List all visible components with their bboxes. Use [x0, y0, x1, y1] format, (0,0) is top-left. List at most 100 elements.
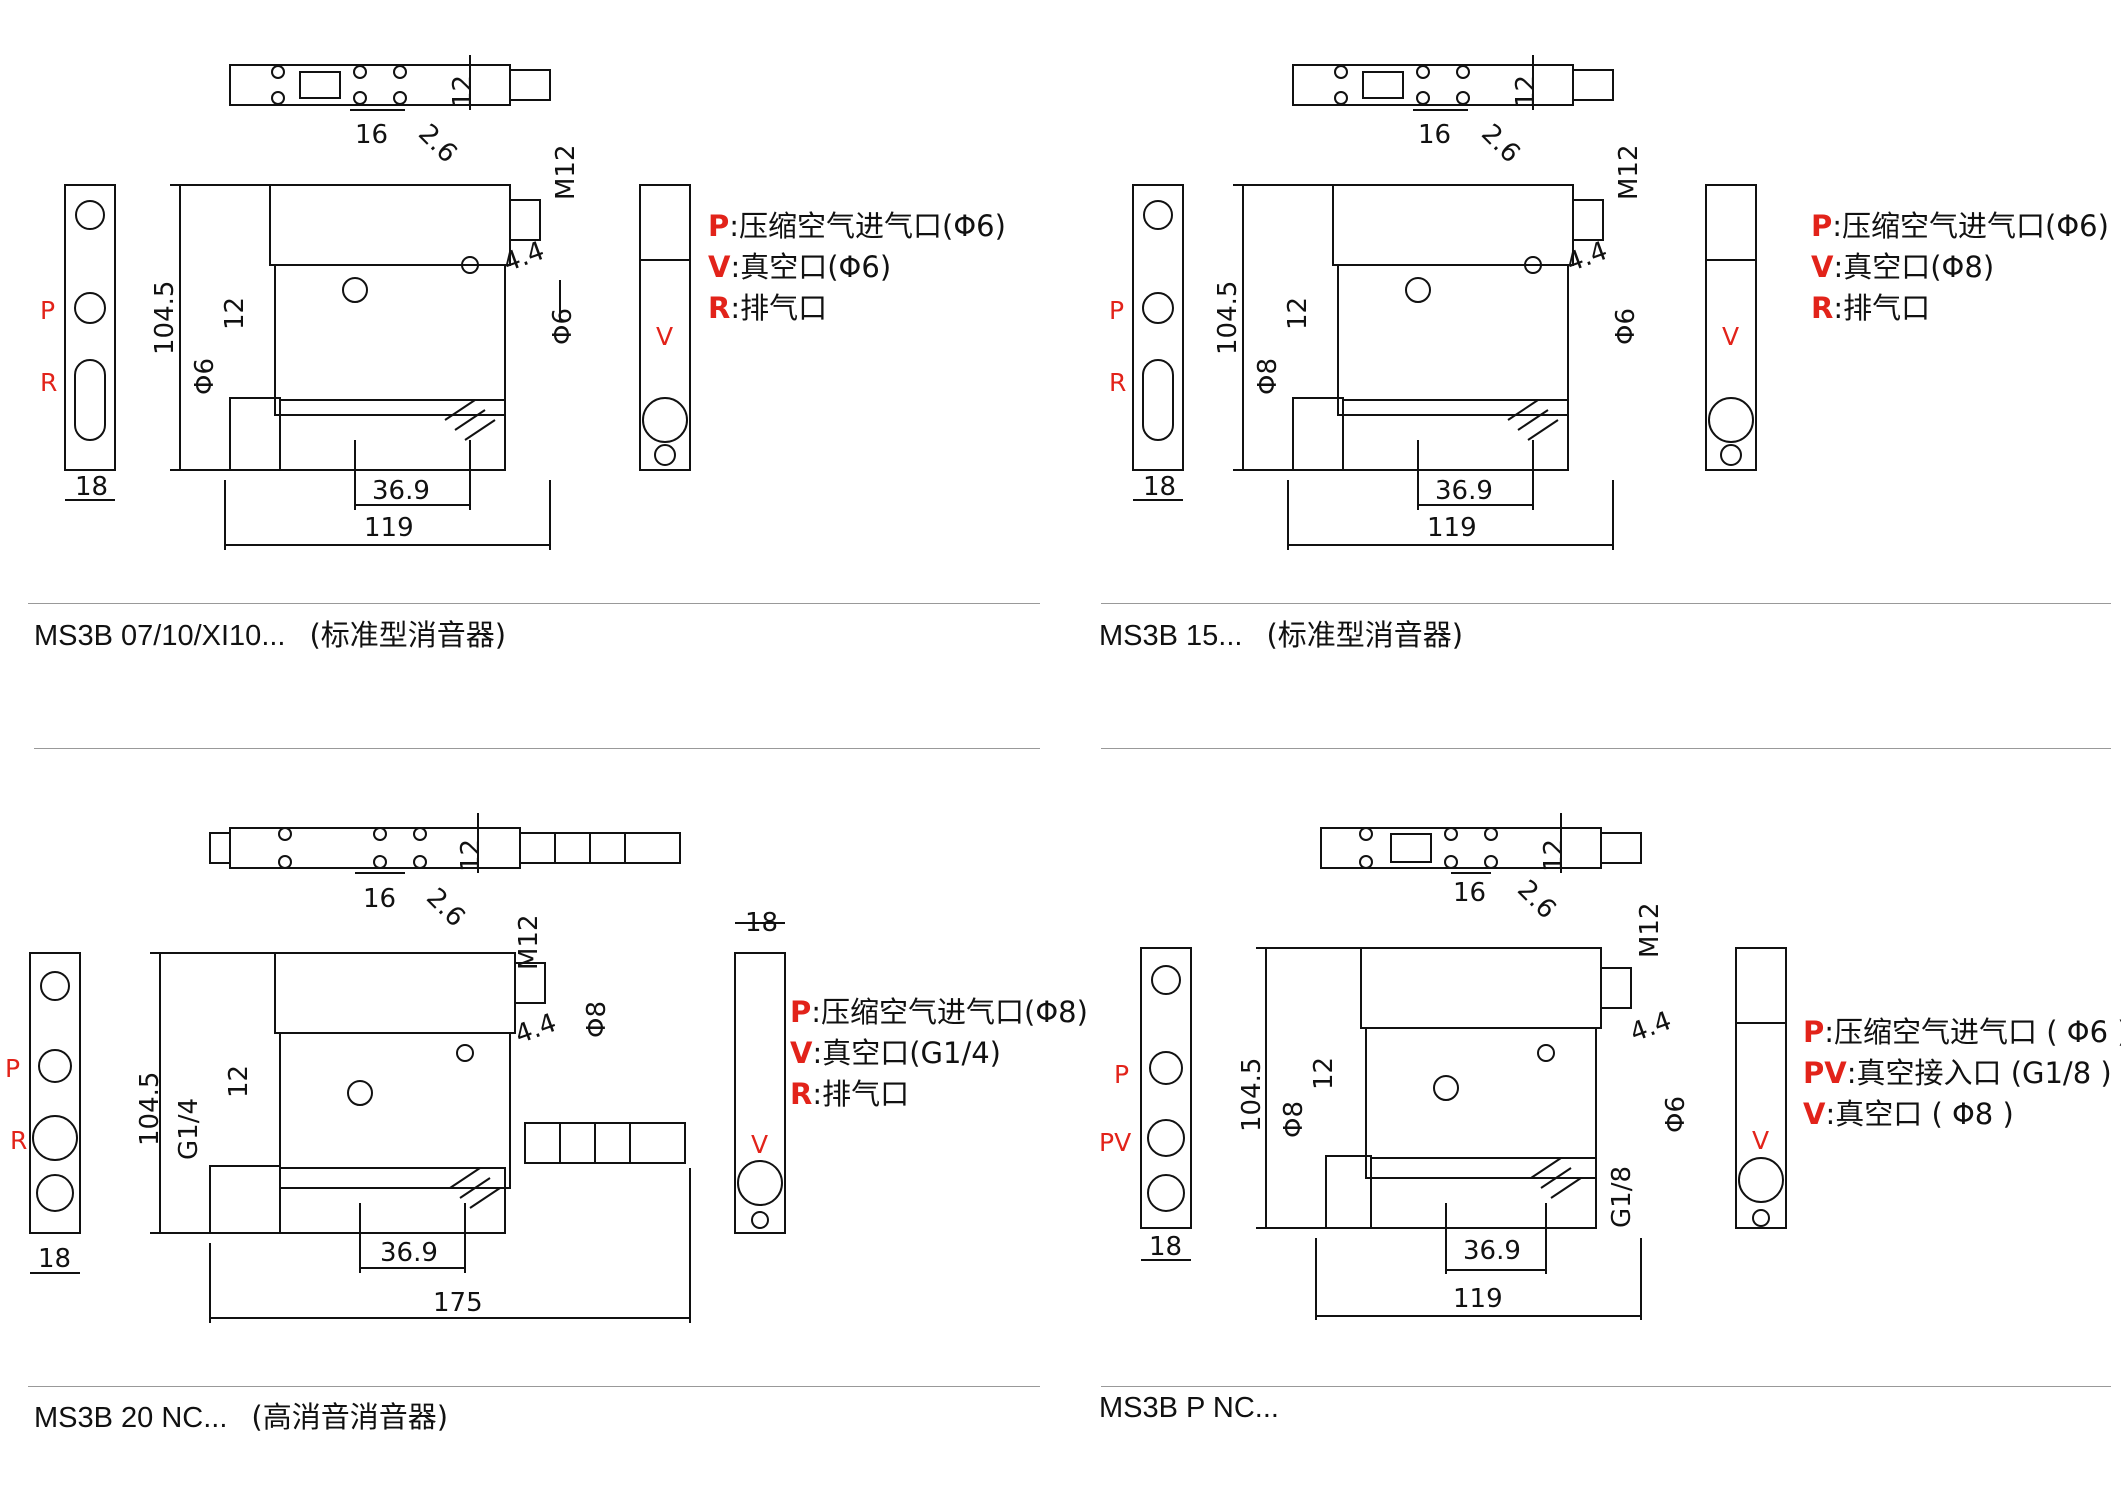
dim-phi-left: Φ8	[1253, 357, 1283, 395]
dim-phi-left: Φ6	[190, 357, 220, 395]
dim-m12: M12	[1614, 144, 1644, 200]
port-label-v: V	[1752, 1126, 1770, 1155]
dim-top-width: 16	[363, 884, 397, 914]
legend-key: P	[790, 995, 812, 1029]
dim-total-width: 119	[364, 513, 414, 543]
dim-side-width: 18	[75, 472, 109, 502]
dim-top-width: 16	[1453, 878, 1487, 908]
model-desc: (高消音消音器)	[251, 1400, 449, 1434]
port-label-p: P	[1114, 1060, 1130, 1089]
legend-row: P:压缩空气进气口(Φ8)	[790, 992, 1088, 1033]
legend-value: :真空口(G1/4)	[812, 1036, 1001, 1070]
legend-key: V	[708, 250, 731, 284]
panel-ms3b-07: 12 16 2.6 M12 4.4 12 104.5 Φ6 Φ6 36.9 11…	[0, 0, 1060, 747]
dim-36-9: 36.9	[1435, 476, 1493, 506]
dim-phi-right: Φ6	[1611, 307, 1641, 345]
dim-top-height: 12	[448, 74, 478, 108]
drawing-ms3b-p	[1140, 813, 1787, 1320]
legend-key: PV	[1803, 1056, 1847, 1090]
dim-side-width: 18	[38, 1244, 72, 1274]
dim-side-width: 18	[1143, 472, 1177, 502]
panel-ms3b-p: 12 16 2.6 M12 4.4 12 104.5 Φ8 Φ6 G1/8 36…	[1061, 748, 2121, 1495]
legend-row: PV:真空接入口 (G1/8 )	[1803, 1053, 2121, 1094]
dim-36-9: 36.9	[1463, 1236, 1521, 1266]
legend-row: P:压缩空气进气口(Φ6)	[708, 206, 1006, 247]
panel-caption: MS3B 20 NC...(高消音消音器)	[34, 1394, 448, 1436]
model-desc: (标准型消音器)	[1266, 618, 1464, 652]
dim-top-width: 16	[1418, 120, 1452, 150]
panel-caption: MS3B 07/10/XI10...(标准型消音器)	[34, 612, 506, 654]
dim-phi-left: G1/4	[174, 1098, 204, 1160]
dim-height: 104.5	[135, 1071, 165, 1146]
dim-g18: G1/8	[1607, 1166, 1637, 1228]
drawing-ms3b-20	[29, 813, 786, 1323]
dim-phi-left: Φ8	[1279, 1100, 1309, 1138]
legend-key: V	[790, 1036, 813, 1070]
legend-key: P	[1803, 1015, 1825, 1049]
legend-key: R	[790, 1077, 813, 1111]
dim-12: 12	[1309, 1056, 1339, 1090]
legend-value: :压缩空气进气口(Φ6)	[1832, 209, 2109, 243]
panel-caption: MS3B P NC...	[1099, 1390, 1303, 1425]
dim-top-height: 12	[1539, 838, 1569, 872]
legend-row: P:压缩空气进气口(Φ6)	[1811, 206, 2109, 247]
legend-value: :压缩空气进气口(Φ6)	[729, 209, 1006, 243]
port-legend: P:压缩空气进气口 ( Φ6 ) PV:真空接入口 (G1/8 ) V:真空口 …	[1803, 1012, 2121, 1135]
port-label-p: P	[1109, 296, 1125, 325]
legend-value: :真空口 ( Φ8 )	[1825, 1097, 2014, 1131]
dim-12: 12	[220, 296, 250, 330]
section-divider	[34, 748, 1040, 749]
dim-m12: M12	[551, 144, 581, 200]
port-label-r: R	[10, 1126, 28, 1155]
legend-value: :真空口(Φ8)	[1833, 250, 1995, 284]
port-legend: P:压缩空气进气口(Φ6) V:真空口(Φ6) R:排气口	[708, 206, 1006, 329]
legend-row: R:排气口	[790, 1074, 1088, 1115]
panel-caption: MS3B 15... (标准型消音器)	[1099, 612, 1463, 654]
legend-row: V:真空口(Φ8)	[1811, 247, 2109, 288]
legend-value: :压缩空气进气口 ( Φ6 )	[1824, 1015, 2121, 1049]
port-legend: P:压缩空气进气口(Φ8) V:真空口(G1/4) R:排气口	[790, 992, 1088, 1115]
dim-12: 12	[1283, 296, 1313, 330]
drawing-ms3b-07	[64, 55, 691, 550]
legend-key: P	[1811, 209, 1833, 243]
legend-row: V:真空口(G1/4)	[790, 1033, 1088, 1074]
caption-divider	[28, 603, 1040, 604]
dim-height: 104.5	[1237, 1057, 1267, 1132]
dim-36-9: 36.9	[372, 476, 430, 506]
section-divider	[1101, 748, 2111, 749]
model-name: MS3B P NC...	[1099, 1392, 1279, 1424]
legend-key: R	[708, 291, 731, 325]
dim-height: 104.5	[150, 280, 180, 355]
legend-value: :排气口	[730, 291, 828, 325]
drawing-ms3b-15	[1132, 55, 1757, 550]
port-label-p: P	[40, 296, 56, 325]
legend-row: R:排气口	[708, 288, 1006, 329]
dim-total-width: 119	[1427, 513, 1477, 543]
legend-key: P	[708, 209, 730, 243]
caption-divider	[28, 1386, 1040, 1387]
dim-phi-right: Φ6	[1661, 1095, 1691, 1133]
dim-m12: M12	[514, 914, 544, 970]
dim-total-width: 175	[433, 1288, 483, 1318]
port-label-p: P	[5, 1054, 21, 1083]
legend-row: R:排气口	[1811, 288, 2109, 329]
legend-value: :排气口	[1833, 291, 1931, 325]
legend-row: V:真空口(Φ6)	[708, 247, 1006, 288]
dim-top-height: 12	[1511, 74, 1541, 108]
port-label-v: V	[656, 322, 674, 351]
dim-phi-right: Φ8	[582, 1000, 612, 1038]
caption-divider	[1101, 603, 2111, 604]
legend-value: :排气口	[812, 1077, 910, 1111]
port-label-v: V	[751, 1130, 769, 1159]
legend-value: :真空接入口 (G1/8 )	[1846, 1056, 2112, 1090]
dim-end-width: 18	[745, 908, 779, 938]
caption-divider	[1101, 1386, 2111, 1387]
legend-value: :压缩空气进气口(Φ8)	[811, 995, 1088, 1029]
panel-ms3b-15: 12 16 2.6 M12 4.4 12 104.5 Φ8 Φ6 36.9 11…	[1061, 0, 2121, 747]
legend-key: V	[1803, 1097, 1826, 1131]
dim-height: 104.5	[1213, 280, 1243, 355]
dim-36-9: 36.9	[380, 1238, 438, 1268]
dim-total-width: 119	[1453, 1284, 1503, 1314]
port-label-r: R	[40, 368, 58, 397]
model-name: MS3B 15...	[1099, 620, 1243, 652]
